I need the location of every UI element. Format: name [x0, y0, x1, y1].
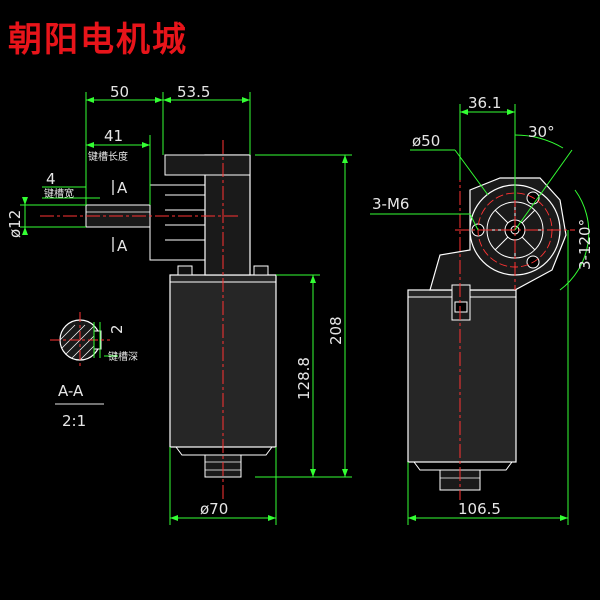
- dim-4: 4: [46, 170, 56, 188]
- dim-128-8: 128.8: [295, 357, 313, 400]
- section-mark-bottom: A: [117, 237, 128, 255]
- dim-50: 50: [110, 83, 129, 101]
- section-a-a: 2 键槽深 A-A 2:1: [50, 312, 138, 430]
- keyway-length-label: 键槽长度: [88, 150, 128, 163]
- dim-30deg: 30°: [528, 123, 555, 141]
- dim-3-120deg: 3-120°: [576, 219, 594, 270]
- end-cap: [175, 446, 273, 456]
- dim-dia70: ø70: [200, 500, 228, 518]
- dim-53-5: 53.5: [177, 83, 210, 101]
- dim-3m6: 3-M6: [372, 195, 409, 213]
- dim-208: 208: [327, 316, 345, 345]
- section-scale: 2:1: [62, 412, 86, 430]
- dim-dia50: ø50: [412, 132, 440, 150]
- left-view: 50 53.5 41 键槽长度 4 键槽宽 ø12 A A 208 128.8 …: [6, 83, 352, 525]
- keyway-depth-label: 键槽深: [108, 350, 138, 363]
- brand-title: 朝阳电机城: [8, 20, 188, 60]
- dim-2: 2: [108, 324, 126, 334]
- dim-dia12: ø12: [6, 210, 24, 238]
- section-mark-top: A: [117, 179, 128, 197]
- section-title: A-A: [58, 382, 84, 400]
- dim-41: 41: [104, 127, 123, 145]
- keyway-width-label: 键槽宽: [44, 187, 74, 200]
- right-view: 36.1 30° ø50 3-M6 3-120° 106.5: [370, 94, 594, 525]
- dim-36-1: 36.1: [468, 94, 501, 112]
- dim-106-5: 106.5: [458, 500, 501, 518]
